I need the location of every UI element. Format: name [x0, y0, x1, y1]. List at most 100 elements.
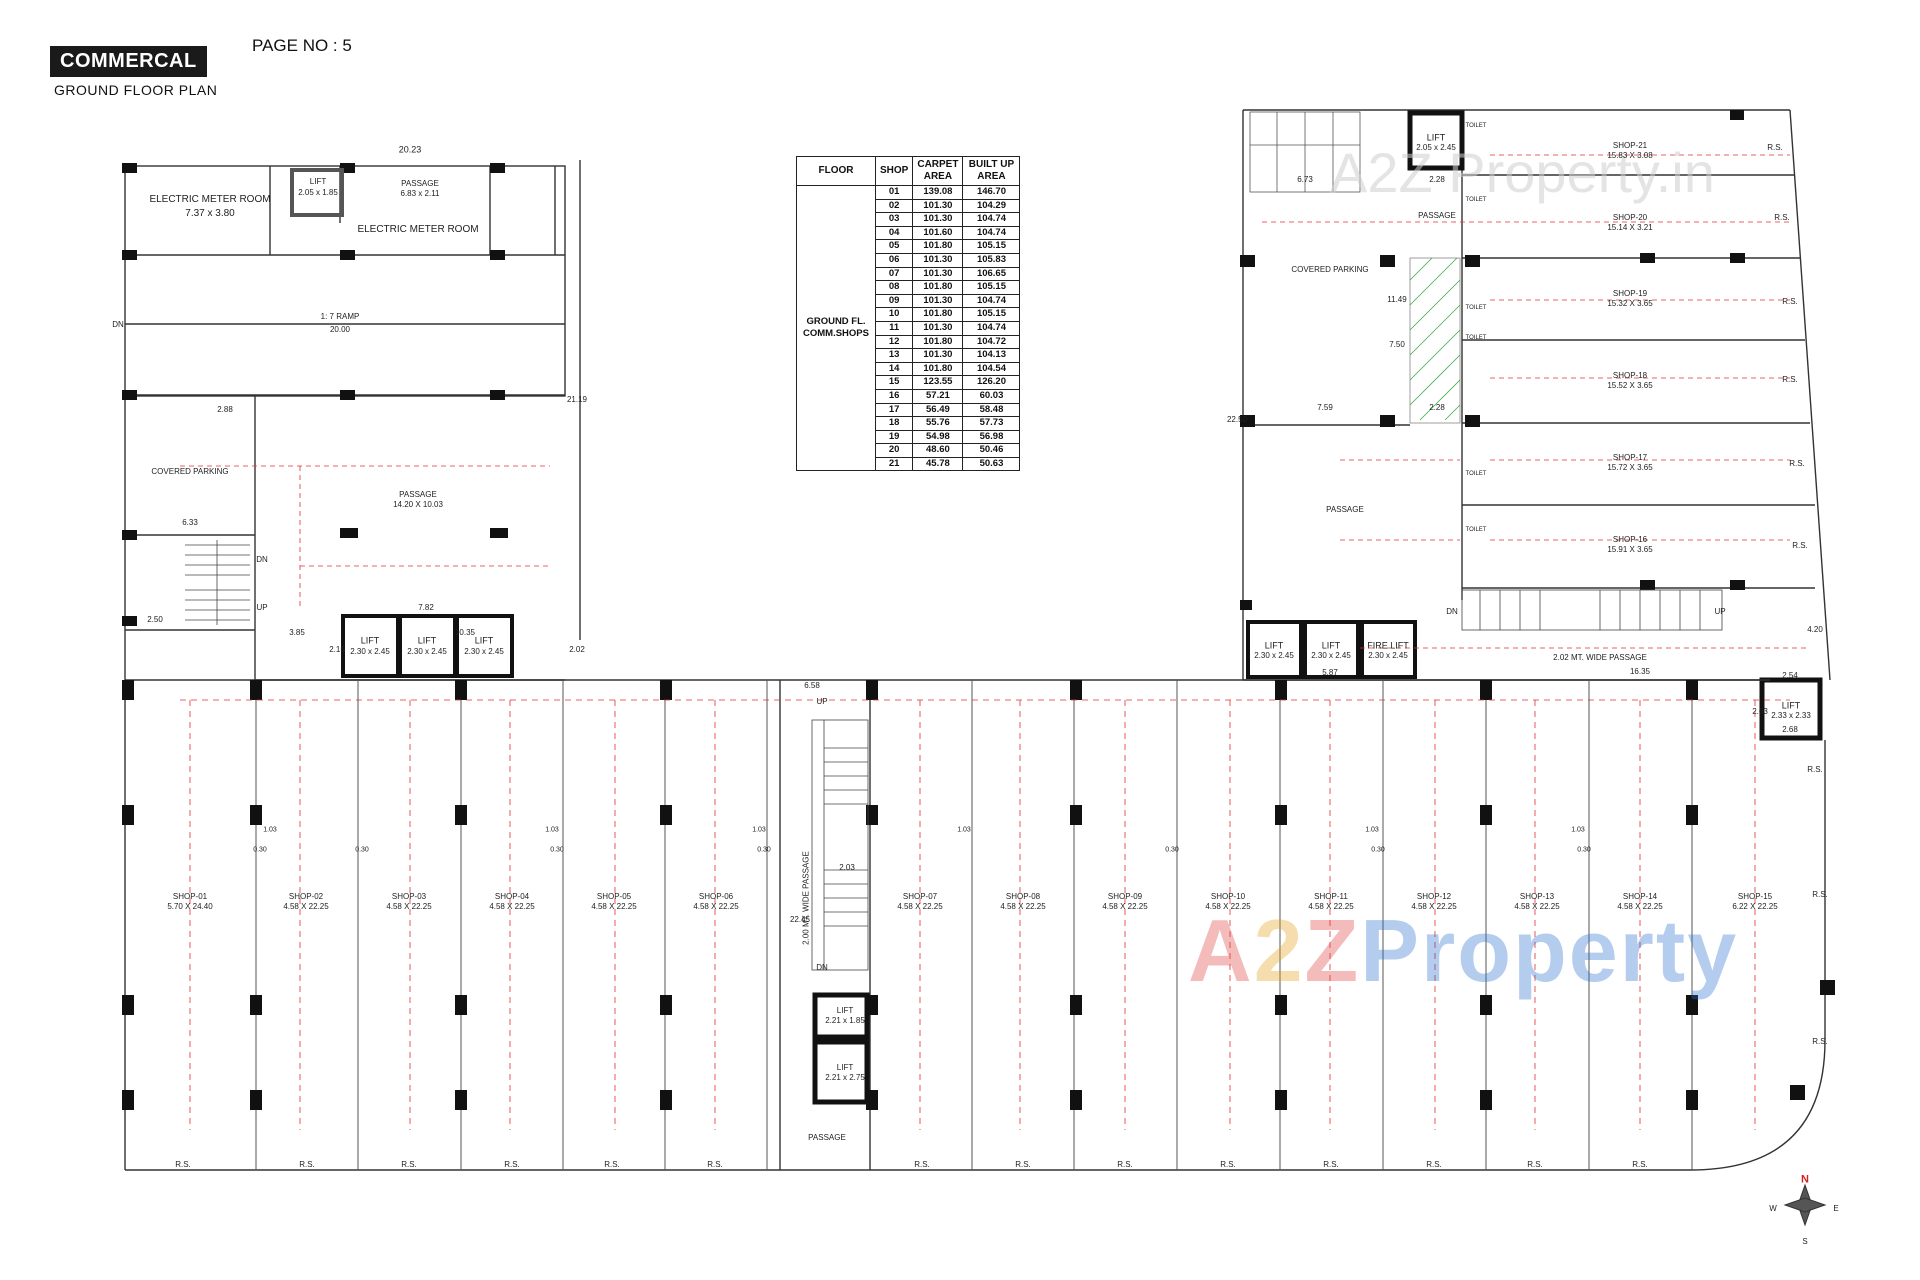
label-bottom-dim_030: 0.30	[1165, 846, 1179, 854]
label-compass-s: S	[1802, 1237, 1808, 1246]
label-right_block-corner_lift: LIFT	[1781, 700, 1801, 711]
label-bottom-rs: R.S.	[707, 1160, 723, 1169]
label-bottom-dn: DN	[816, 963, 828, 972]
watermark-property: Property	[1360, 901, 1739, 1000]
label-right_block-shops-1-name: SHOP-20	[1612, 213, 1648, 222]
label-right_block-toilet: TOILET	[1465, 305, 1487, 311]
label-left_block-lifts-1-size: 2.30 x 2.45	[407, 647, 447, 656]
lift-shaft-top-right	[1407, 110, 1465, 171]
label-bottom-shops-10-size: 4.58 X 22.25	[1308, 902, 1354, 911]
label-bottom-dim_030: 0.30	[355, 846, 369, 854]
sprinkler-lines-shops	[180, 699, 1790, 1130]
label-bottom-dim_030: 0.30	[757, 846, 771, 854]
label-bottom-dim_103: 1.03	[1365, 826, 1379, 834]
label-bottom-shops-5-name: SHOP-06	[698, 892, 734, 901]
left-block-outline	[124, 160, 581, 681]
label-right_block-toilet: TOILET	[1465, 123, 1487, 129]
cell-builtup: 104.74	[962, 320, 1021, 336]
vertical-passage-label: 2.00 MT. WIDE PASSAGE	[801, 851, 811, 945]
cell-shop: 11	[874, 320, 914, 336]
label-bottom-dim_103: 1.03	[263, 826, 277, 834]
label-bottom-shops-0-size: 5.70 X 24.40	[167, 902, 213, 911]
toilet-cluster	[1249, 111, 1361, 193]
label-left_block-passage2_size: 14.20 X 10.03	[393, 500, 443, 509]
th-shop: SHOP	[874, 156, 914, 186]
label-bottom-shops-1-name: SHOP-02	[288, 892, 324, 901]
label-bottom-shops-0-name: SHOP-01	[172, 892, 208, 901]
label-right_block-lifts-1-size: 2.30 x 2.45	[1311, 651, 1351, 660]
cell-carpet: 101.30	[912, 348, 964, 363]
left-block-columns	[122, 163, 508, 626]
sprinkler-lines-right	[1262, 154, 1810, 649]
shop-columns	[122, 680, 1835, 1110]
commercial-badge: COMMERCAL	[50, 46, 207, 77]
label-right_block-lift: LIFT	[1426, 132, 1446, 143]
label-bottom-lift_a_size: 2.21 x 1.85	[825, 1016, 865, 1025]
cell-shop: 08	[874, 280, 914, 295]
th-builtup: BUILT UP AREA	[962, 156, 1021, 186]
label-right_block-lifts-0-name: LIFT	[1264, 640, 1284, 651]
label-left_block-lifts-1-name: LIFT	[417, 635, 437, 646]
label-left_block-dim_288: 2.88	[217, 405, 233, 414]
cell-carpet: 101.80	[912, 334, 964, 350]
cell-carpet: 101.80	[912, 239, 964, 254]
label-bottom-rs: R.S.	[175, 1160, 191, 1169]
label-left_block-electric_room: ELECTRIC METER ROOM	[149, 194, 271, 205]
label-left_block-dim_782: 7.82	[418, 603, 434, 612]
cell-shop: 12	[874, 334, 914, 350]
label-bottom-rs: R.S.	[1807, 765, 1823, 774]
label-bottom-shops-4-name: SHOP-05	[596, 892, 632, 901]
label-bottom-dim_030: 0.30	[253, 846, 267, 854]
label-left_block-dim_1035: 10.35	[454, 628, 476, 637]
label-right_block-shops-3-name: SHOP-18	[1612, 371, 1648, 380]
label-bottom-shops-8-size: 4.58 X 22.25	[1102, 902, 1148, 911]
label-bottom-dim_103: 1.03	[1571, 826, 1585, 834]
label-bottom-shops-11-size: 4.58 X 22.25	[1411, 902, 1457, 911]
cell-shop: 01	[874, 185, 914, 200]
label-right_block-shops-0-name: SHOP-21	[1612, 141, 1648, 150]
label-right_block-rs: R.S.	[1782, 297, 1798, 306]
label-right_block-shops-2-name: SHOP-19	[1612, 289, 1648, 298]
label-bottom-rs: R.S.	[401, 1160, 417, 1169]
label-right_block-dim_420: 4.20	[1807, 625, 1823, 634]
cell-builtup: 104.74	[962, 225, 1021, 241]
label-bottom-rs: R.S.	[1117, 1160, 1133, 1169]
label-bottom-dim_203: 2.03	[839, 863, 855, 872]
cell-builtup: 104.54	[962, 361, 1021, 377]
label-bottom-rs: R.S.	[1632, 1160, 1648, 1169]
shop-area-table: FLOOR SHOP CARPET AREA BUILT UP AREA GRO…	[796, 156, 1021, 472]
label-right_block-toilet: TOILET	[1465, 527, 1487, 533]
cell-carpet: 101.30	[912, 320, 964, 336]
label-right_block-rs: R.S.	[1782, 375, 1798, 384]
cell-shop: 03	[874, 212, 914, 227]
label-bottom-rs: R.S.	[1426, 1160, 1442, 1169]
label-bottom-shops-10-name: SHOP-11	[1314, 892, 1348, 901]
label-bottom-rs: R.S.	[1812, 890, 1828, 899]
label-left_block-dim_top: 20.23	[398, 144, 422, 155]
label-right_block-dim_750: 7.50	[1389, 340, 1405, 349]
label-left_block-dim_250: 2.50	[147, 615, 163, 624]
label-right_block-wide_passage: 2.02 MT. WIDE PASSAGE	[1553, 653, 1647, 662]
page-number: PAGE NO : 5	[252, 36, 352, 55]
sprinkler-lines-left	[180, 465, 550, 610]
cell-builtup: 146.70	[962, 185, 1021, 200]
label-bottom-shops-14-name: SHOP-15	[1737, 892, 1773, 901]
label-left_block-dim_2119: 21.19	[566, 395, 588, 404]
label-right_block-lifts-1-name: LIFT	[1321, 640, 1341, 651]
label-right_block-shops-2-size: 15.32 X 3.65	[1607, 299, 1653, 308]
label-left_block-passage_size: 6.83 x 2.11	[400, 189, 440, 198]
cell-carpet: 101.30	[912, 293, 964, 309]
label-bottom-dim_658: 6.58	[804, 681, 820, 690]
cell-shop: 15	[874, 375, 914, 390]
label-bottom-rs: R.S.	[504, 1160, 520, 1169]
label-left_block-ramp: 1: 7 RAMP	[320, 312, 360, 321]
label-bottom-shops-8-name: SHOP-09	[1107, 892, 1143, 901]
cell-carpet: 101.80	[912, 280, 964, 295]
label-bottom-lift_b: LIFT	[836, 1063, 854, 1072]
